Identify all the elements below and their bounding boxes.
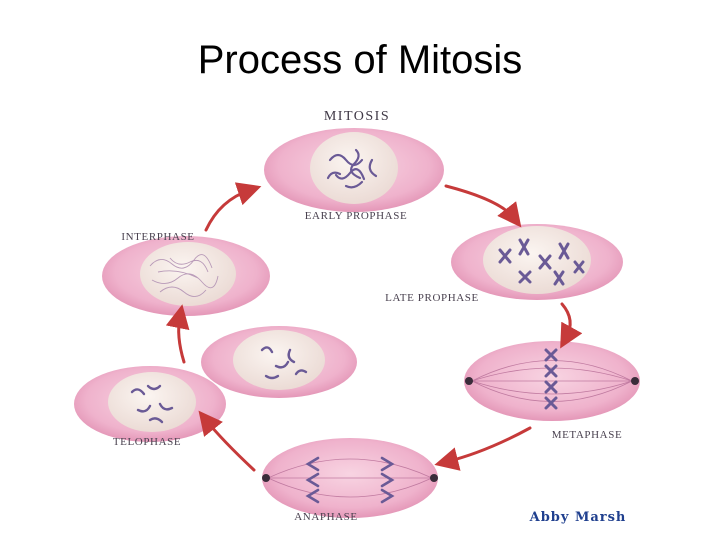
label-early-prophase: EARLY PROPHASE <box>305 210 408 222</box>
cell-telophase-lower <box>74 366 226 442</box>
credit-text: Abby Marsh <box>529 510 627 525</box>
cell-early-prophase <box>264 128 444 212</box>
arrow-anaphase-to-telophase <box>198 410 256 472</box>
cell-anaphase <box>262 438 438 518</box>
arrow-metaphase-to-anaphase <box>434 426 532 471</box>
arrow-late-to-metaphase <box>560 302 583 349</box>
cell-telophase-upper <box>201 326 357 398</box>
diagram-heading: MITOSIS <box>324 109 390 124</box>
arrow-early-to-late <box>444 184 522 228</box>
cycle-arrows <box>165 182 583 472</box>
slide-title: Process of Mitosis <box>197 38 523 82</box>
label-interphase: INTERPHASE <box>121 231 194 243</box>
label-anaphase: ANAPHASE <box>294 511 357 523</box>
label-late-prophase: LATE PROPHASE <box>385 292 479 304</box>
cell-late-prophase <box>451 224 623 300</box>
label-metaphase: METAPHASE <box>552 429 623 441</box>
cell-interphase <box>102 236 270 316</box>
label-telophase: TELOPHASE <box>113 436 181 448</box>
arrow-interphase-to-early <box>204 182 262 232</box>
arrow-telophase-to-interphase <box>165 304 190 364</box>
cell-metaphase <box>464 341 640 421</box>
